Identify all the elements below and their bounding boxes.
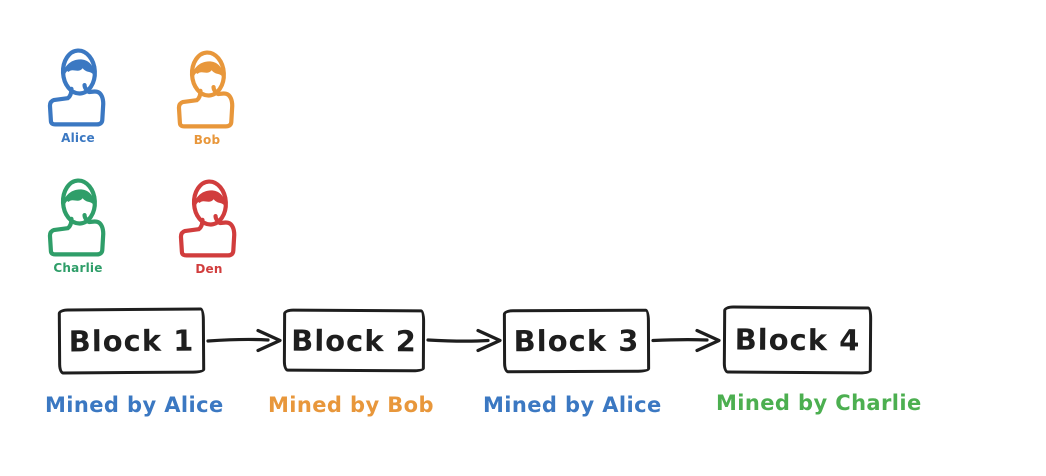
block-label: Block 1 <box>68 323 195 359</box>
mined-by-label-3: Mined by Alice <box>483 393 662 417</box>
user-avatar-icon <box>47 178 106 257</box>
user-den: Den <box>177 175 241 276</box>
user-name-label: Bob <box>193 133 221 147</box>
arrow-right-icon <box>426 328 502 353</box>
mined-by-label-2: Mined by Bob <box>268 393 434 417</box>
user-avatar-icon <box>47 48 106 127</box>
block-4: Block 4 <box>722 305 873 375</box>
block-label: Block 4 <box>734 322 861 358</box>
arrow-right-icon <box>206 328 282 353</box>
block-3: Block 3 <box>502 308 651 374</box>
mined-by-label-1: Mined by Alice <box>45 393 224 417</box>
block-2: Block 2 <box>282 308 426 373</box>
user-charlie: Charlie <box>46 174 110 275</box>
block-1: Block 1 <box>57 307 206 375</box>
user-bob: Bob <box>175 46 239 147</box>
block-label: Block 3 <box>513 323 640 359</box>
block-label: Block 2 <box>291 323 417 358</box>
mined-by-label-4: Mined by Charlie <box>716 391 922 415</box>
user-alice: Alice <box>46 44 110 145</box>
user-avatar-icon <box>178 179 237 258</box>
arrow-right-icon <box>651 328 721 353</box>
user-name-label: Charlie <box>53 261 103 275</box>
user-name-label: Alice <box>61 131 95 145</box>
user-avatar-icon <box>176 50 235 129</box>
user-name-label: Den <box>195 262 223 276</box>
